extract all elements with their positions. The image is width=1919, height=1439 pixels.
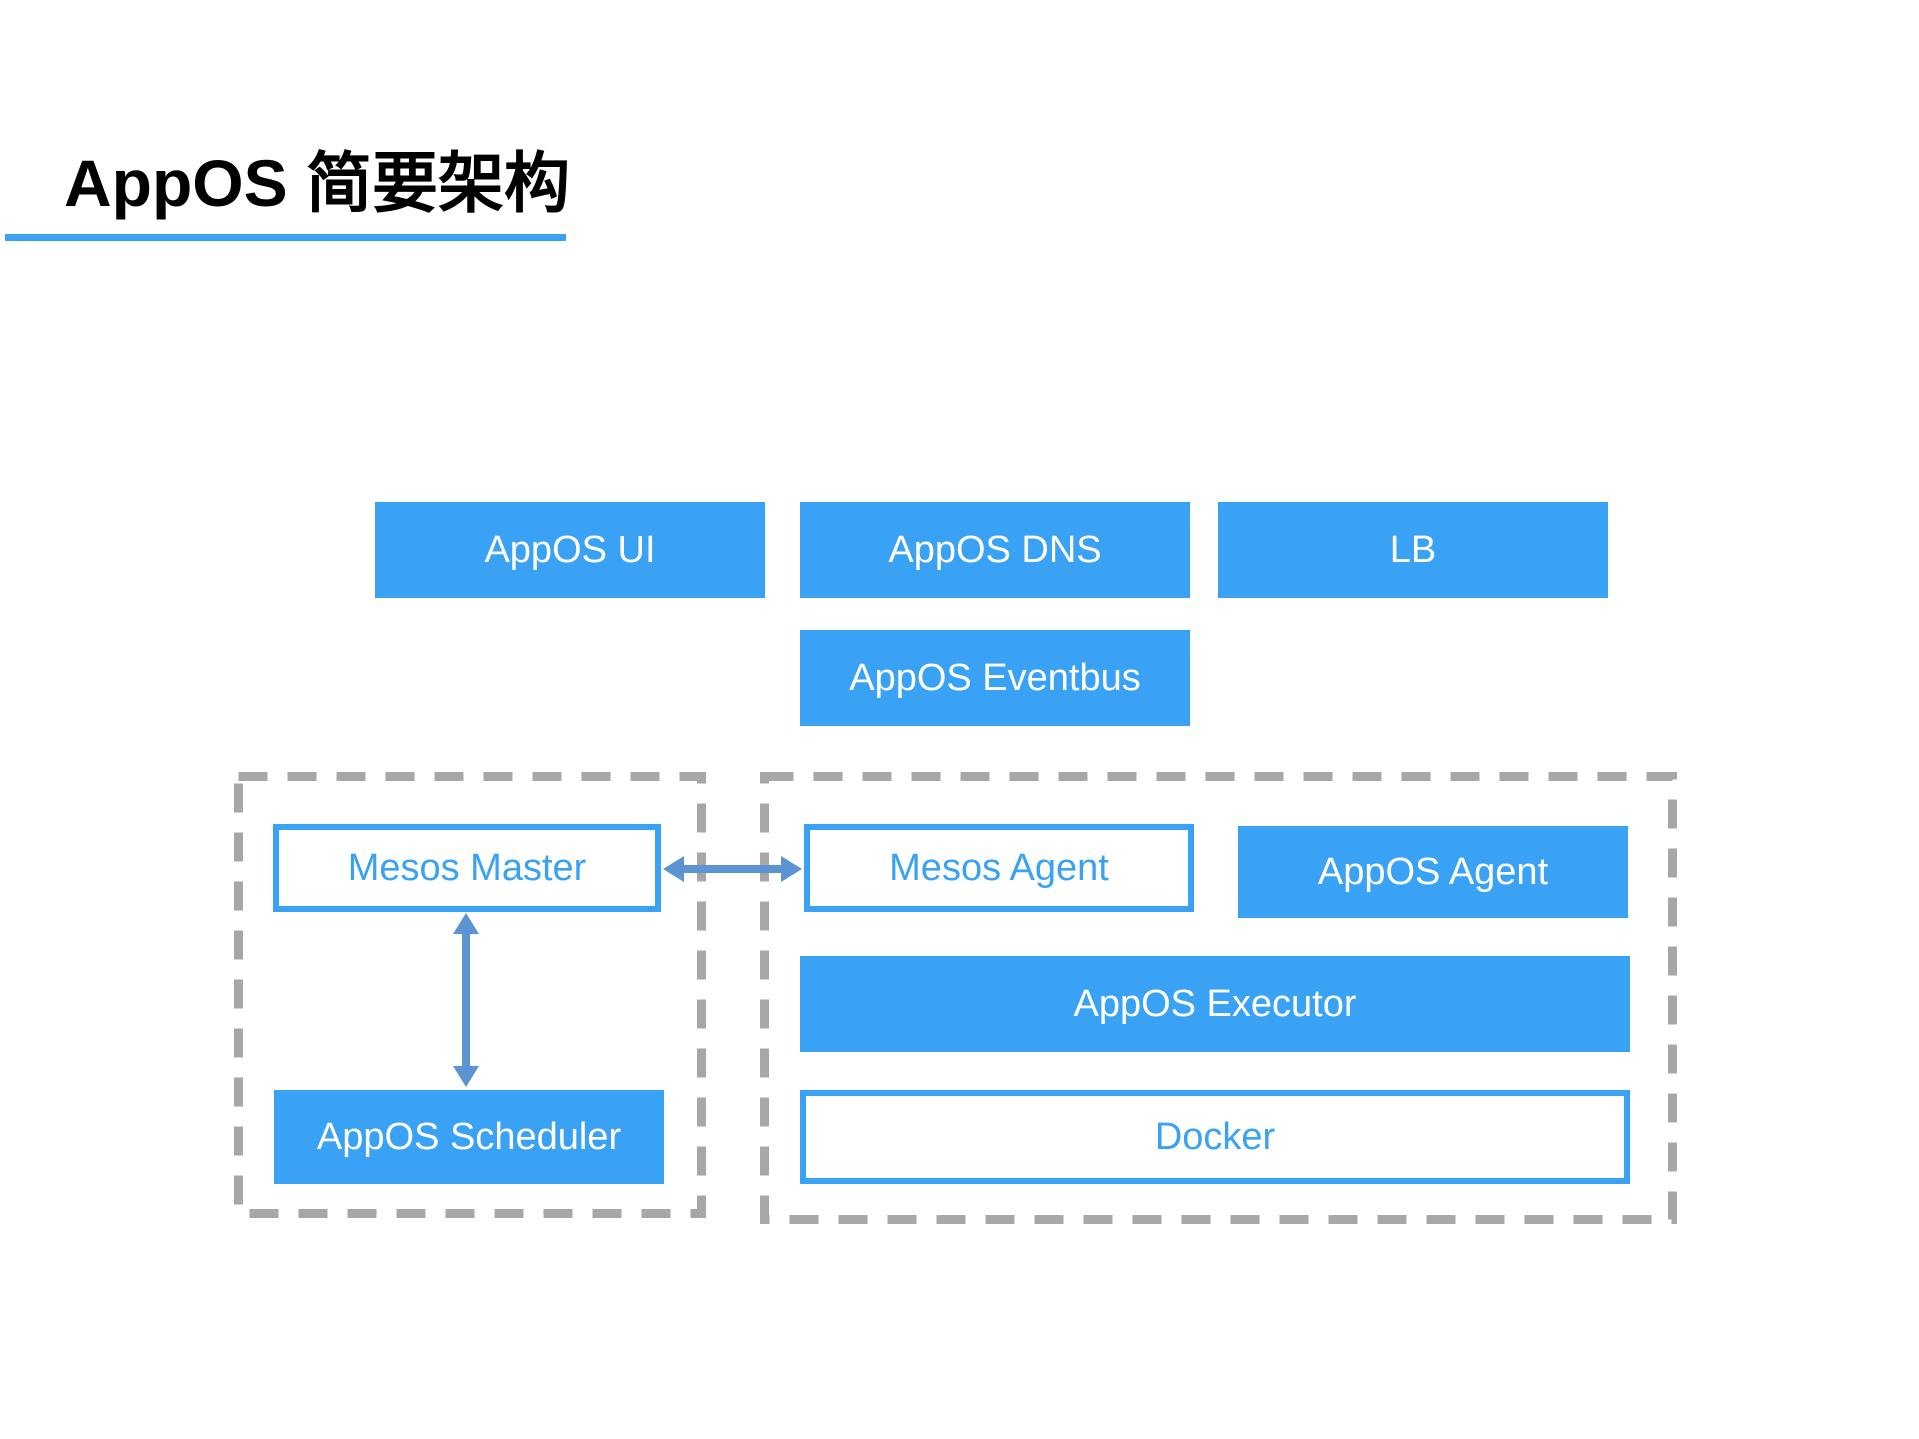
title-underline xyxy=(5,234,566,241)
page-title: AppOS 简要架构 xyxy=(64,146,570,220)
box-appos-dns-label: AppOS DNS xyxy=(888,528,1102,571)
arrow-master-agent xyxy=(663,856,802,882)
box-appos-ui-label: AppOS UI xyxy=(484,528,656,571)
arrow-right-head xyxy=(781,856,802,882)
arrow-master-scheduler xyxy=(453,913,479,1087)
box-appos-agent: AppOS Agent xyxy=(1238,826,1628,918)
box-appos-eventbus: AppOS Eventbus xyxy=(800,630,1190,726)
box-appos-agent-label: AppOS Agent xyxy=(1317,850,1549,893)
box-appos-scheduler: AppOS Scheduler xyxy=(274,1090,664,1184)
box-appos-scheduler-label: AppOS Scheduler xyxy=(316,1115,622,1158)
box-mesos-master-label: Mesos Master xyxy=(347,846,587,889)
box-appos-dns: AppOS DNS xyxy=(800,502,1190,598)
box-appos-executor-label: AppOS Executor xyxy=(1073,982,1357,1025)
box-appos-eventbus-label: AppOS Eventbus xyxy=(849,656,1141,699)
box-docker-label: Docker xyxy=(1154,1115,1276,1158)
arrow-left-head xyxy=(663,856,684,882)
box-docker: Docker xyxy=(800,1090,1630,1184)
box-appos-ui: AppOS UI xyxy=(375,502,765,598)
box-mesos-agent: Mesos Agent xyxy=(804,824,1194,912)
box-mesos-master: Mesos Master xyxy=(273,824,661,912)
box-mesos-agent-label: Mesos Agent xyxy=(889,846,1109,889)
arrow-top-head xyxy=(453,913,479,934)
box-appos-executor: AppOS Executor xyxy=(800,956,1630,1052)
box-lb-label: LB xyxy=(1389,528,1437,571)
arrow-bottom-head xyxy=(453,1066,479,1087)
box-lb: LB xyxy=(1218,502,1608,598)
